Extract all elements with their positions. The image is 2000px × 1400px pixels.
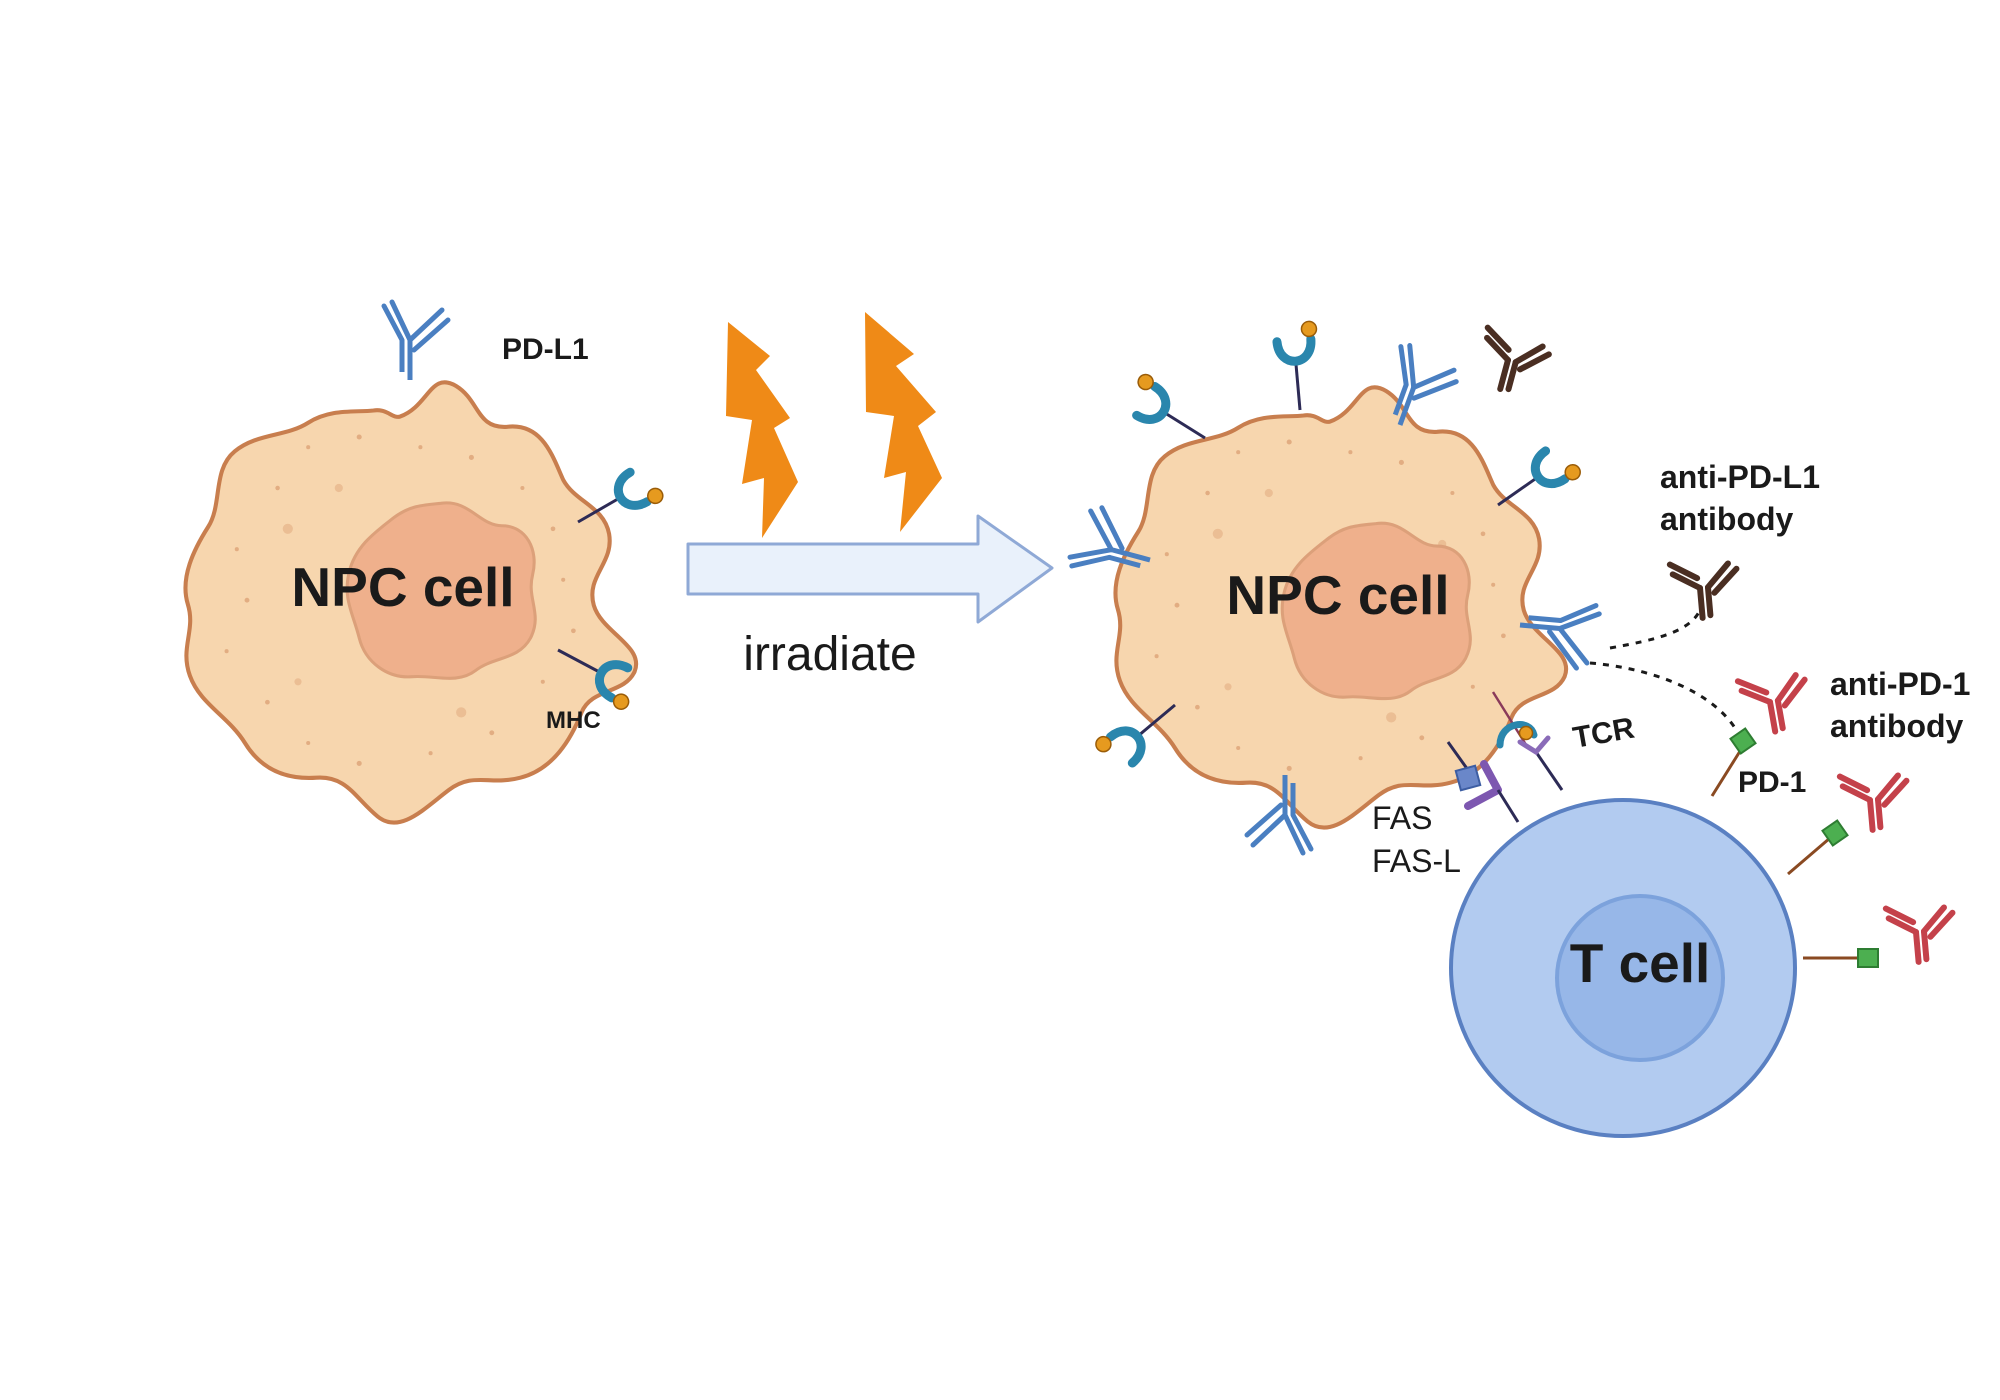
- fas-fasl-complex: [1446, 741, 1520, 823]
- binding-path-anti-pd-1: [1589, 661, 1737, 729]
- tcr-mhc-complex: [1491, 691, 1564, 791]
- anti-pd-1-label-line1: anti-PD-1: [1830, 666, 1970, 702]
- tcr-label: TCR: [1570, 712, 1637, 755]
- irradiate-label: irradiate: [743, 628, 916, 681]
- t-cell-nucleus: [1555, 894, 1725, 1062]
- t-cell-label: T cell: [1570, 932, 1711, 994]
- pd-1-receptor-1: [1710, 727, 1757, 797]
- binding-path-anti-pd-l1: [1609, 609, 1702, 650]
- anti-pd-1-label-line2: antibody: [1830, 708, 1964, 744]
- irradiate-arrow: [686, 514, 1054, 624]
- lightning-bolt-icon: [865, 312, 942, 532]
- pd-1-label: PD-1: [1738, 766, 1806, 799]
- anti-pd-1-antibody-icon: [1886, 903, 1957, 965]
- pd-l1-label: PD-L1: [502, 333, 589, 366]
- anti-pd-l1-antibody-icon: [1473, 328, 1551, 399]
- fas-l-label: FAS-L: [1372, 843, 1461, 879]
- mhc-label: MHC: [546, 707, 601, 734]
- pd-1-receptor-3: [1803, 948, 1879, 968]
- lightning-bolt-icon: [726, 322, 798, 538]
- pd-1-receptor-2: [1787, 819, 1849, 876]
- mhc-receptor-right-2: [1275, 321, 1323, 412]
- tcr-receptor: [1517, 735, 1564, 791]
- anti-pd-1-antibody-icon: [1840, 771, 1911, 833]
- fas-label: FAS: [1372, 800, 1432, 836]
- npc-cell-left-label: NPC cell: [291, 556, 514, 618]
- anti-pd-l1-label-line2: antibody: [1660, 501, 1794, 537]
- fas-l-ligand: [1454, 764, 1482, 792]
- t-cell: [1449, 798, 1797, 1138]
- pd-l1-receptor-left: [384, 302, 448, 380]
- anti-pd-l1-antibody-icon: [1670, 559, 1741, 621]
- npc-cell-right-label: NPC cell: [1226, 564, 1449, 626]
- anti-pd-l1-label-line1: anti-PD-L1: [1660, 459, 1820, 495]
- anti-pd-1-antibody-icon: [1738, 670, 1813, 737]
